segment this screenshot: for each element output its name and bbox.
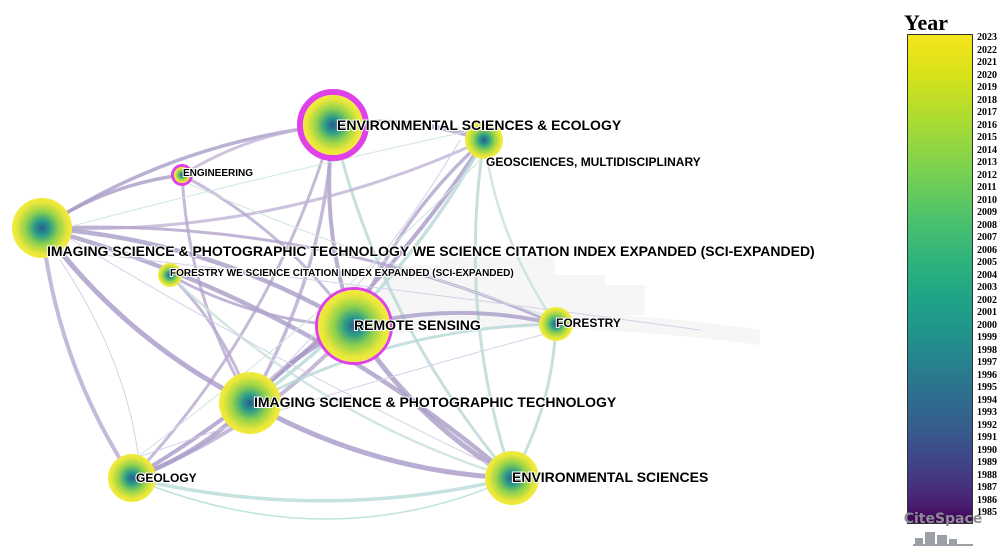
citespace-logo: CiteSpace (903, 501, 983, 546)
year-tick: 1994 (977, 394, 997, 406)
year-tick: 1987 (977, 482, 997, 493)
year-tick: 1992 (977, 419, 997, 431)
node-ring-remote-sensing (315, 287, 393, 365)
year-tick: 1997 (977, 357, 997, 368)
year-tick: 2000 (977, 319, 997, 331)
year-tick: 2006 (977, 244, 997, 256)
node-label-imaging: IMAGING SCIENCE & PHOTOGRAPHIC TECHNOLOG… (254, 394, 617, 410)
edge-thin (19, 119, 521, 241)
node-label-geosciences: GEOSCIENCES, MULTIDISCIPLINARY (486, 155, 701, 169)
year-tick: 2019 (977, 82, 997, 93)
logo-text: CiteSpace (903, 511, 983, 527)
year-tick: 2002 (977, 294, 997, 306)
node-engineering[interactable] (174, 167, 190, 183)
edge-imaging-env-sci (248, 400, 513, 481)
edge-imaging-sci-imaging (39, 226, 252, 406)
edge-imaging-sci-env-sci (41, 225, 514, 480)
year-tick: 2015 (977, 132, 997, 143)
edge-env-sci-eco-env-sci (331, 124, 514, 479)
node-forestry-sci[interactable] (158, 263, 182, 287)
edge-geosciences-imaging-sci (41, 138, 485, 231)
edge-imaging-sci-remote-sensing (41, 225, 356, 328)
year-tick: 2007 (977, 232, 997, 243)
year-tick: 2001 (977, 307, 997, 318)
year-tick: 2014 (977, 144, 997, 156)
edge-forestry-sci-env-sci (169, 274, 513, 480)
node-label-geology: GEOLOGY (136, 471, 197, 485)
node-label-env-sci-eco: ENVIRONMENTAL SCIENCES & ECOLOGY (337, 117, 622, 133)
edge-thin (39, 219, 501, 471)
node-label-imaging-sci: IMAGING SCIENCE & PHOTOGRAPHIC TECHNOLOG… (47, 243, 815, 259)
year-tick: 2021 (977, 57, 997, 68)
node-label-forestry-sci: FORESTRY WE SCIENCE CITATION INDEX EXPAN… (170, 268, 514, 279)
year-tick: 1995 (977, 382, 997, 393)
year-tick: 2009 (977, 207, 997, 218)
node-labels: ENVIRONMENTAL SCIENCES & ECOLOGY GEOSCIEN… (46, 116, 816, 486)
edge-geology-env-sci-arc (131, 477, 513, 520)
year-tick: 2004 (977, 269, 997, 281)
node-env-sci-eco[interactable] (303, 95, 363, 155)
year-tick: 1999 (977, 332, 997, 343)
edge-geosciences-forestry (482, 139, 558, 325)
year-tick: 1996 (977, 369, 997, 381)
node-label-engineering: ENGINEERING (183, 168, 253, 179)
edge-imaging-forestry (249, 322, 557, 405)
year-tick: 2005 (977, 257, 997, 268)
legend-title: Year (904, 10, 948, 35)
node-label-remote-sensing: REMOTE SENSING (354, 317, 481, 333)
edge-imaging-sci-geology (40, 227, 134, 480)
year-tick: 2013 (977, 157, 997, 168)
year-tick: 2020 (977, 69, 997, 81)
year-tick: 1991 (977, 432, 997, 443)
year-tick: 1985 (977, 507, 997, 518)
year-tick: 2008 (977, 219, 997, 231)
edge-thin (179, 179, 561, 321)
citespace-watermark (380, 245, 760, 345)
edge-thin (129, 329, 561, 461)
year-tick: 2003 (977, 282, 997, 293)
year-tick: 2011 (977, 182, 997, 193)
node-env-sci[interactable] (485, 451, 539, 505)
year-tick: 2016 (977, 119, 997, 131)
year-tick: 1988 (977, 469, 997, 481)
year-color-bar (907, 34, 973, 524)
edge-geology-env-sci (131, 476, 513, 503)
node-forestry[interactable] (539, 307, 573, 341)
edge-thin (249, 139, 461, 401)
edge-env-sci-eco-geology (130, 124, 335, 480)
node-ring-engineering (171, 164, 193, 186)
nodes (12, 89, 573, 505)
node-geology[interactable] (108, 454, 156, 502)
node-geosciences[interactable] (465, 121, 503, 159)
year-tick: 2018 (977, 94, 997, 106)
node-remote-sensing[interactable] (318, 290, 390, 362)
edge-thin (59, 259, 141, 471)
year-tick: 1989 (977, 457, 997, 468)
year-tick: 2023 (977, 33, 997, 43)
year-tick: 1986 (977, 494, 997, 506)
node-label-env-sci: ENVIRONMENTAL SCIENCES (512, 469, 708, 485)
year-tick: 1990 (977, 444, 997, 456)
node-imaging-sci[interactable] (12, 198, 72, 258)
year-tick: 1998 (977, 344, 997, 356)
edge-geosciences-env-sci (473, 139, 514, 479)
year-tick: 1993 (977, 407, 997, 418)
node-ring-env-sci-eco (297, 89, 369, 161)
year-tick: 2022 (977, 44, 997, 56)
year-tick: 2012 (977, 169, 997, 181)
logo-skyline-icon (913, 532, 973, 546)
year-tick: 2017 (977, 107, 997, 118)
node-imaging[interactable] (219, 372, 281, 434)
node-label-forestry: FORESTRY (556, 316, 621, 330)
edge-thin (59, 249, 701, 331)
year-tick: 2010 (977, 194, 997, 206)
edge-geosciences-imaging (248, 139, 486, 405)
